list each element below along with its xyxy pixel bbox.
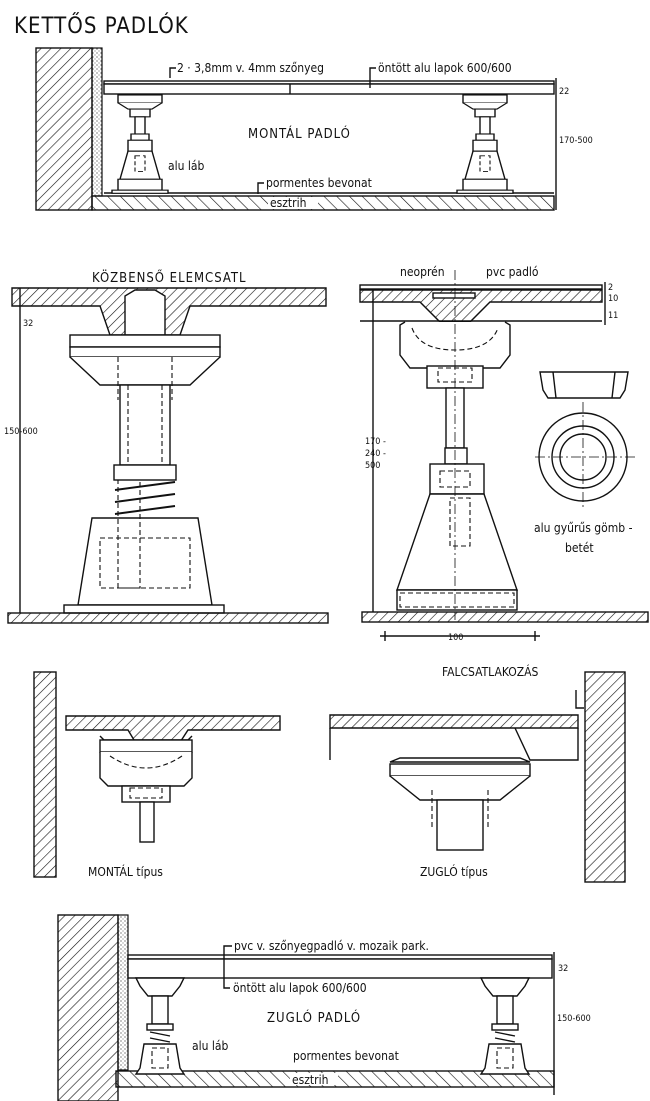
label-carpet: 2 · 3,8mm v. 4mm szőnyeg (177, 61, 324, 75)
alu-panels (103, 83, 555, 95)
label-neoprene: neoprén (400, 265, 445, 279)
zuglo-type-label: ZUGLÓ típus (420, 864, 488, 879)
dim-height: 170-500 (559, 136, 593, 146)
detail-title: KÖZBENSŐ ELEMCSATL (92, 269, 247, 286)
dim-height-1: 170 - (365, 437, 386, 447)
zuglo-floor-section: pvc v. szőnyegpadló v. mozaik park. öntö… (57, 914, 591, 1101)
wall (57, 914, 119, 1101)
montal-type-label: MONTÁL típus (88, 864, 163, 879)
label-panels: öntött alu lapok 600/600 (378, 61, 512, 75)
zuglo-type-detail: FALCSATLAKOZÁS ZUGLÓ típus (329, 664, 626, 883)
screed-slab (91, 195, 555, 211)
montal-floor-section: 2 · 3,8mm v. 4mm szőnyeg öntött alu lapo… (35, 47, 593, 211)
ring-label-1: alu gyűrűs gömb - (534, 521, 633, 535)
montal-pedestal-left (111, 94, 169, 194)
dim-c: 11 (608, 311, 618, 321)
zuglo-pedestal-left (135, 977, 185, 1075)
dim-base: 100 (448, 633, 463, 643)
label-screed: esztrih (270, 196, 306, 210)
label-foot: alu láb (192, 1039, 229, 1053)
label-panels: öntött alu lapok 600/600 (233, 981, 367, 995)
wall-joint-label: FALCSATLAKOZÁS (442, 664, 539, 679)
intermediate-joint-detail: KÖZBENSŐ ELEMCSATL 32 150-600 (4, 269, 329, 624)
ring-insert-section (539, 371, 629, 399)
label-covering: pvc v. szőnyegpadló v. mozaik park. (234, 939, 429, 953)
dim-top: 32 (23, 319, 33, 329)
dim-a: 2 (608, 283, 613, 293)
dim-thickness: 32 (558, 964, 568, 974)
dim-b: 10 (608, 294, 618, 304)
dim-height-3: 500 (365, 461, 380, 471)
dim-height: 150-600 (557, 1014, 591, 1024)
dim-height-2: 240 - (365, 449, 386, 459)
ring-label-2: betét (565, 541, 594, 555)
section-name: MONTÁL PADLÓ (248, 126, 351, 142)
alu-panels (127, 958, 553, 979)
dim-thickness: 22 (559, 87, 569, 97)
montal-pedestal-right (456, 94, 514, 194)
sheet-title: KETTŐS PADLÓK (14, 13, 189, 39)
section-name: ZUGLÓ PADLÓ (267, 1010, 361, 1026)
zuglo-pedestal-right (480, 977, 530, 1075)
label-foot: alu láb (168, 159, 205, 173)
dim-height: 150-600 (4, 427, 38, 437)
label-coating: pormentes bevonat (266, 176, 372, 190)
pedestal-head-detail: neoprén pvc padló 170 - 240 - 500 2 10 1… (359, 265, 649, 643)
wall-plaster (117, 914, 129, 1071)
montal-type-detail: MONTÁL típus (33, 671, 281, 879)
wall (35, 47, 93, 211)
label-pvc: pvc padló (486, 265, 539, 279)
label-screed: esztrih (292, 1073, 328, 1087)
wall-plaster (91, 47, 103, 197)
label-coating: pormentes bevonat (293, 1049, 399, 1063)
